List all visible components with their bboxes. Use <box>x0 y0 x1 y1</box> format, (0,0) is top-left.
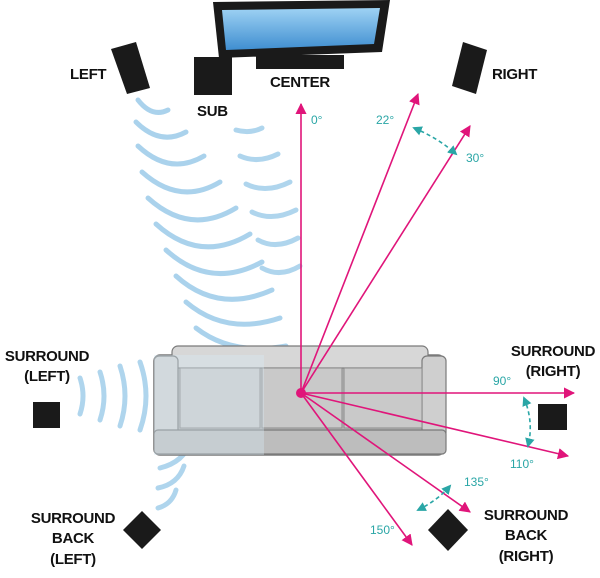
speaker-surround-right <box>538 404 567 430</box>
label-surround-right-2: (RIGHT) <box>526 363 581 380</box>
speaker-surround-back-right <box>428 509 468 551</box>
label-back-left-1: SURROUND <box>31 510 116 527</box>
angle-rays <box>295 92 576 546</box>
speaker-right <box>452 42 487 94</box>
sofa <box>153 345 447 456</box>
ray-30 <box>300 125 471 394</box>
speaker-surround-back-left <box>123 511 161 549</box>
label-back-left-3: (LEFT) <box>50 551 96 568</box>
label-center: CENTER <box>270 74 330 91</box>
range-back <box>416 484 452 511</box>
range-side <box>522 396 535 448</box>
angle-label-0: 0° <box>311 113 323 127</box>
label-back-right-1: SURROUND <box>484 507 569 524</box>
range-front <box>412 126 458 156</box>
label-surround-left-2: (LEFT) <box>24 368 70 385</box>
label-left: LEFT <box>70 66 106 83</box>
ray-22 <box>300 92 420 394</box>
label-surround-right-1: SURROUND <box>511 343 596 360</box>
angle-range-arrows <box>412 126 535 511</box>
ray-150 <box>300 392 413 546</box>
angle-label-110: 110° <box>510 457 534 471</box>
label-right: RIGHT <box>492 66 537 83</box>
label-sub: SUB <box>197 103 228 120</box>
label-back-left-2: BACK <box>52 530 95 547</box>
angle-label-90: 90° <box>493 374 511 388</box>
sound-waves-sub <box>233 125 303 275</box>
label-back-right-3: (RIGHT) <box>499 548 554 565</box>
angle-label-30: 30° <box>466 151 484 165</box>
speaker-sub <box>194 57 232 95</box>
label-surround-left-1: SURROUND <box>5 348 90 365</box>
speaker-surround-left <box>33 402 60 428</box>
angle-label-22: 22° <box>376 113 394 127</box>
speaker-left <box>111 42 150 94</box>
listening-position <box>296 388 306 398</box>
angle-label-150: 150° <box>370 523 395 537</box>
label-back-right-2: BACK <box>505 527 548 544</box>
angle-label-135: 135° <box>464 475 489 489</box>
tv-center <box>213 0 390 69</box>
